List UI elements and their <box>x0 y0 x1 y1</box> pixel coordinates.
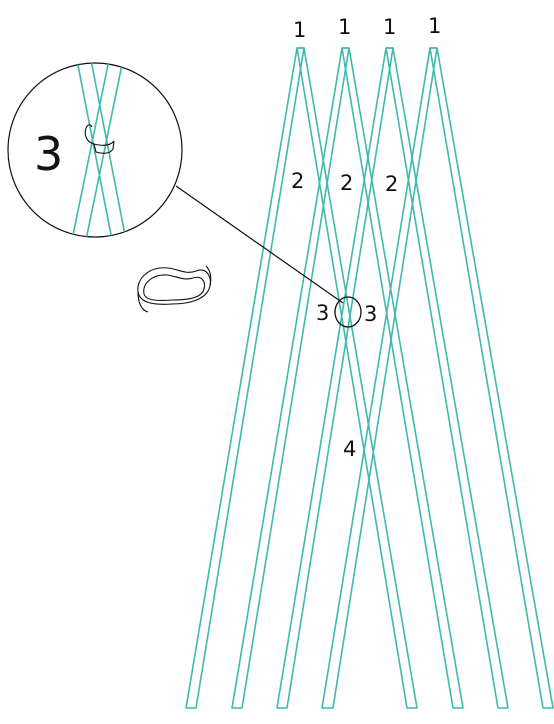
cross-label-2c: 2 <box>385 172 398 196</box>
cross-label-4: 4 <box>343 437 356 461</box>
wire-tie-icon <box>84 124 115 154</box>
cross-label-2a: 2 <box>291 169 304 193</box>
slats-group <box>185 47 554 709</box>
top-label-2: 1 <box>338 15 351 39</box>
tie-clip-icon <box>137 265 212 313</box>
slat-right-2 <box>341 47 464 709</box>
zoom-label: 3 <box>34 127 63 181</box>
detail-circle-icon <box>334 296 362 328</box>
slat-right-4 <box>429 47 554 709</box>
cross-label-3b: 3 <box>364 302 377 326</box>
top-label-4: 1 <box>428 14 441 38</box>
cross-label-3a: 3 <box>316 301 329 325</box>
labels: 1 1 1 1 2 2 2 3 3 4 <box>291 14 441 461</box>
top-label-3: 1 <box>383 15 396 39</box>
zoom-circle-icon: 3 <box>7 62 183 238</box>
top-label-1: 1 <box>293 18 306 42</box>
cross-label-2b: 2 <box>340 171 353 195</box>
slat-right-1 <box>296 47 418 709</box>
slat-right-3 <box>385 47 509 709</box>
leader-line <box>175 185 344 304</box>
